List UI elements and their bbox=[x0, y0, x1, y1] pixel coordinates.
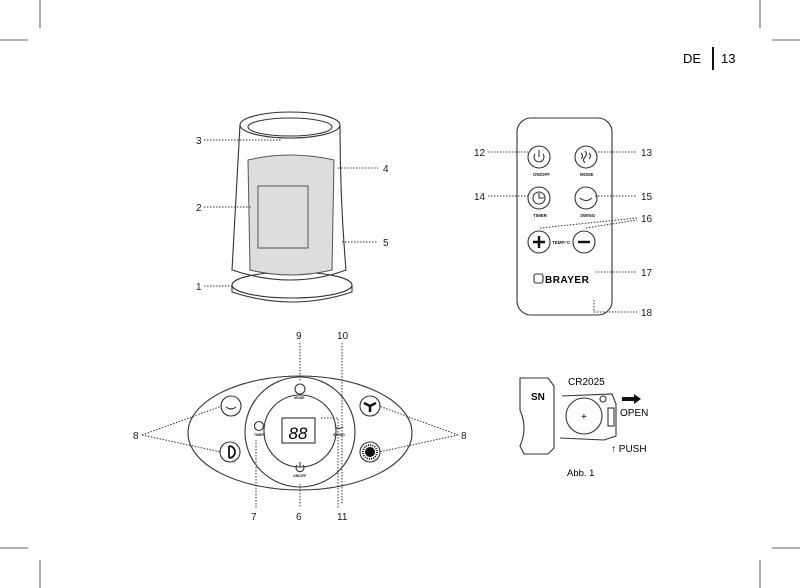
low-heat-button-icon bbox=[219, 441, 241, 463]
temp-minus-icon bbox=[572, 230, 596, 254]
language-code: DE bbox=[683, 51, 701, 66]
svg-text:12: 12 bbox=[474, 148, 486, 159]
swing-side-button-icon bbox=[220, 395, 242, 417]
svg-text:SWING: SWING bbox=[580, 213, 596, 218]
svg-text:↑ PUSH: ↑ PUSH bbox=[611, 444, 647, 455]
high-heat-button-icon bbox=[359, 441, 381, 463]
svg-text:SN: SN bbox=[531, 392, 545, 403]
page-number: 13 bbox=[721, 51, 735, 66]
timer-button-icon bbox=[527, 186, 551, 210]
svg-text:7: 7 bbox=[251, 512, 257, 523]
svg-text:+: + bbox=[581, 412, 587, 423]
temp-plus-icon bbox=[527, 230, 551, 254]
open-arrow-icon bbox=[622, 394, 641, 404]
svg-text:8: 8 bbox=[461, 431, 467, 442]
svg-text:6: 6 bbox=[296, 512, 302, 523]
battery-diagram: SN CR2025 + OPEN ↑ PUSH Abb. 1 bbox=[519, 377, 648, 479]
svg-text:CR2025: CR2025 bbox=[568, 377, 605, 388]
svg-text:10: 10 bbox=[337, 331, 349, 342]
svg-text:ON/OFF: ON/OFF bbox=[293, 474, 307, 478]
svg-text:2: 2 bbox=[196, 203, 202, 214]
svg-text:MODE: MODE bbox=[580, 172, 594, 177]
power-icon bbox=[295, 462, 305, 473]
svg-text:TEMP.°C: TEMP.°C bbox=[552, 240, 571, 245]
swing-button-icon bbox=[574, 186, 598, 210]
svg-text:9: 9 bbox=[296, 331, 302, 342]
control-panel: 88 MODE TIMER SWING ON/OFF bbox=[187, 375, 413, 491]
display-digits: 88 bbox=[289, 424, 308, 443]
remote-callouts: 12 13 14 15 16 17 18 bbox=[474, 148, 653, 319]
mode-icon bbox=[294, 383, 306, 395]
fan-button-icon bbox=[359, 395, 381, 417]
brand-logo: BRAYER bbox=[545, 275, 590, 286]
svg-text:SWING: SWING bbox=[333, 433, 345, 437]
svg-text:1: 1 bbox=[196, 282, 202, 293]
svg-text:17: 17 bbox=[641, 268, 653, 279]
svg-text:OPEN: OPEN bbox=[620, 408, 648, 419]
svg-text:8: 8 bbox=[133, 431, 139, 442]
svg-text:3: 3 bbox=[196, 136, 202, 147]
svg-text:11: 11 bbox=[337, 512, 348, 523]
power-button-icon bbox=[527, 145, 551, 169]
svg-text:MODE: MODE bbox=[294, 396, 305, 400]
svg-text:TIMER: TIMER bbox=[254, 433, 265, 437]
brand-logo-icon bbox=[533, 273, 544, 284]
svg-text:15: 15 bbox=[641, 192, 653, 203]
svg-text:ON/OFF: ON/OFF bbox=[533, 172, 550, 177]
svg-text:14: 14 bbox=[474, 192, 486, 203]
coin-cell bbox=[565, 397, 603, 435]
svg-text:4: 4 bbox=[383, 164, 389, 175]
svg-text:16: 16 bbox=[641, 214, 653, 225]
panel-callouts: 9 10 8 8 7 6 11 bbox=[133, 331, 467, 523]
heater-callouts: 1 2 3 4 5 bbox=[196, 136, 389, 293]
mode-button-icon bbox=[574, 145, 598, 169]
svg-text:13: 13 bbox=[641, 148, 653, 159]
timer-icon bbox=[253, 420, 265, 432]
figure-caption: Abb. 1 bbox=[567, 468, 594, 479]
svg-text:TIMER: TIMER bbox=[533, 213, 548, 218]
heater-illustration bbox=[231, 111, 353, 303]
svg-text:5: 5 bbox=[383, 238, 389, 249]
led-display bbox=[281, 417, 316, 444]
svg-text:18: 18 bbox=[641, 308, 653, 319]
remote-control: ON/OFF MODE TIMER SWING TEMP.°C BRAYER bbox=[516, 117, 613, 316]
